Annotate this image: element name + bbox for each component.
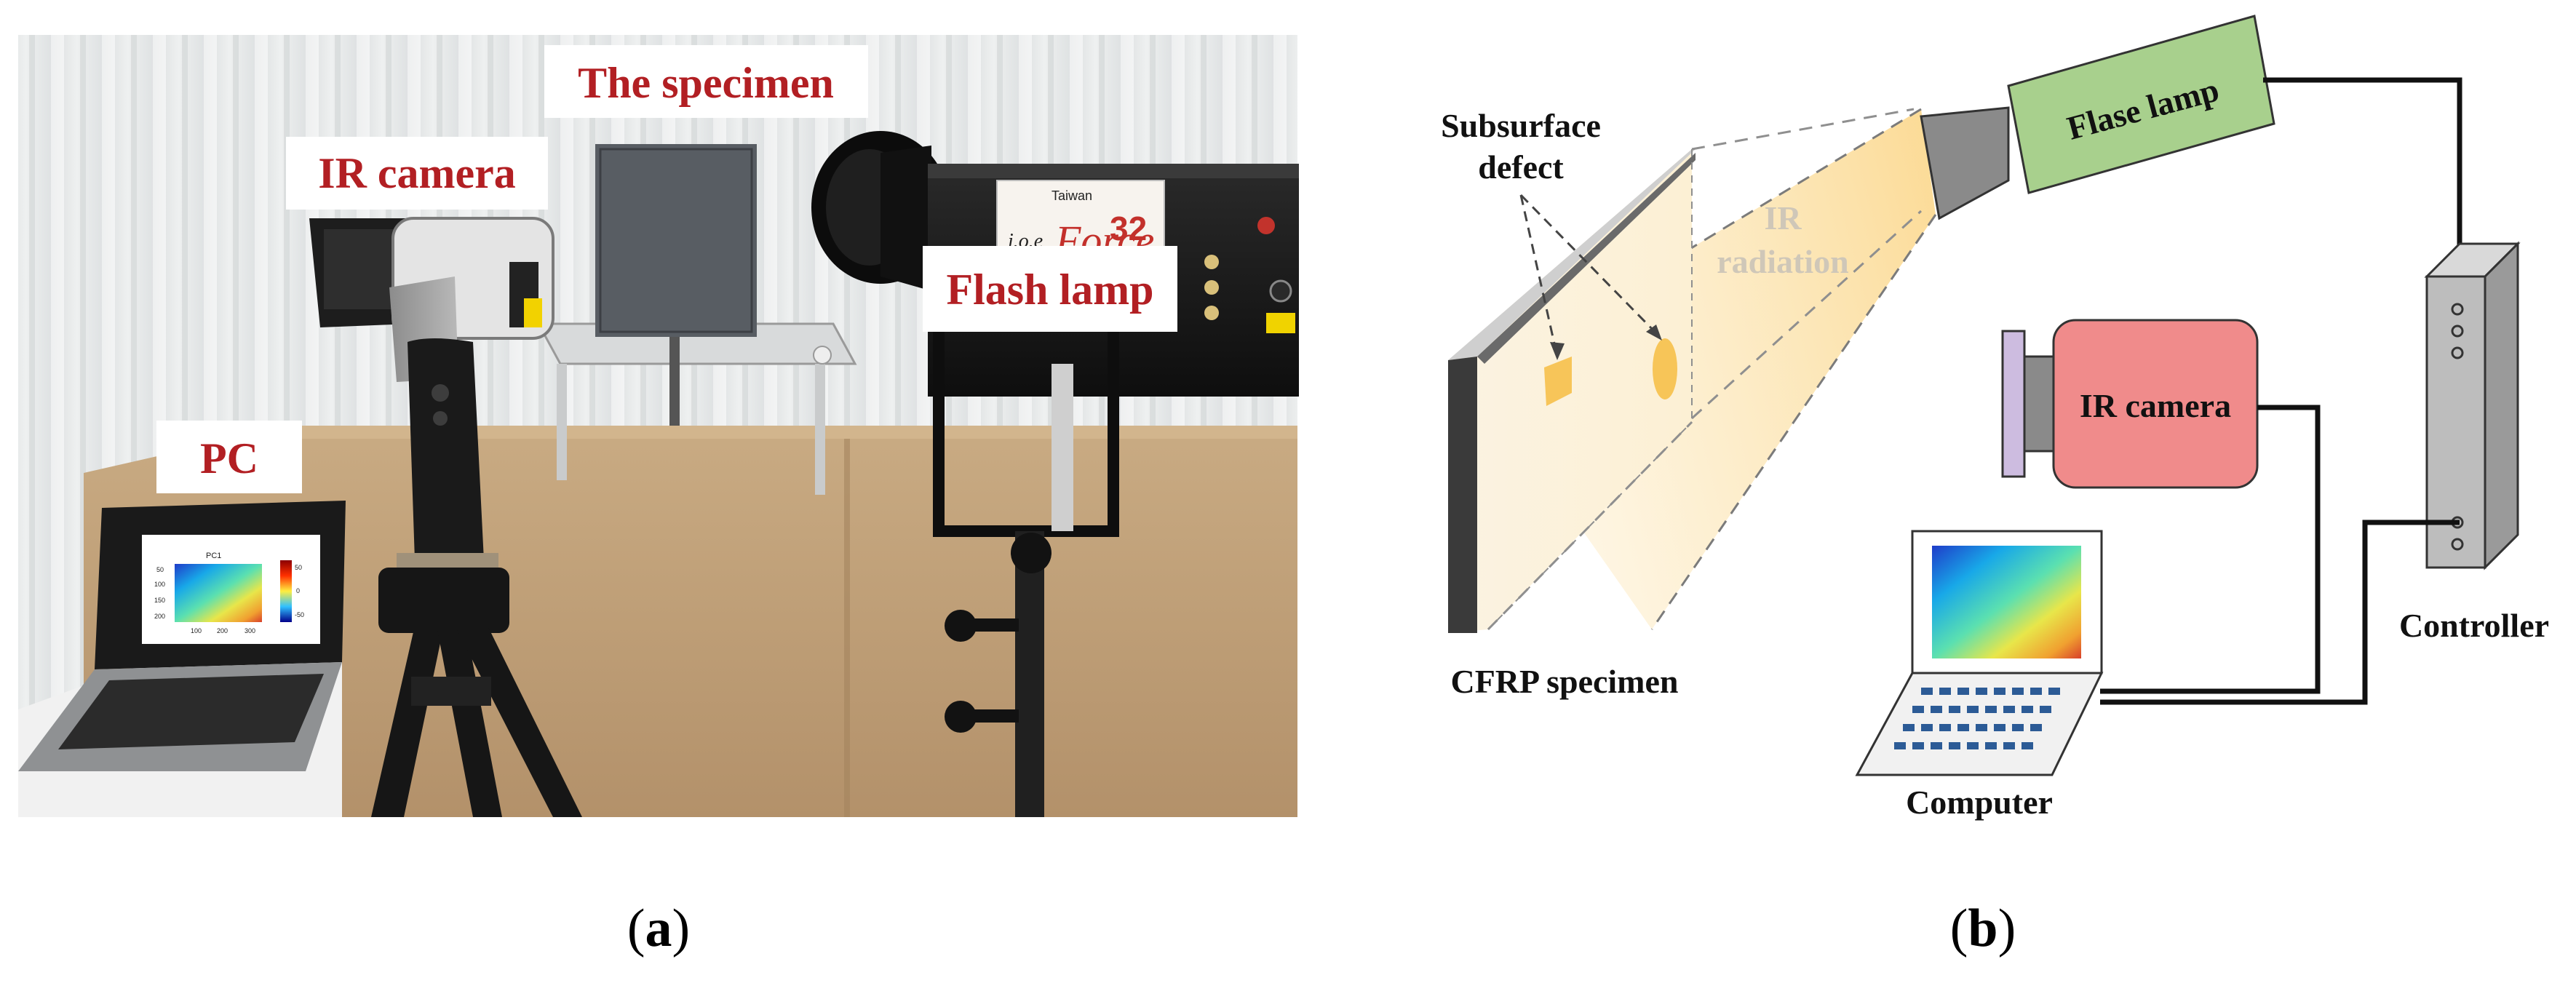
screen-ytick-2: 100 bbox=[154, 581, 165, 588]
defect-circle bbox=[1653, 338, 1677, 399]
screen-ytick-3: 150 bbox=[154, 597, 165, 604]
keyboard-keys bbox=[1894, 688, 2060, 749]
specimen-plate bbox=[595, 144, 757, 337]
panel-b-schematic: Flase lamp Controller IR camera bbox=[1441, 15, 2549, 821]
label-specimen: The specimen bbox=[544, 45, 868, 118]
label-flash-lamp-text: Flash lamp bbox=[946, 266, 1153, 314]
cfrp-specimen-label: CFRP specimen bbox=[1450, 663, 1678, 700]
lamp-brand-country: Taiwan bbox=[1052, 188, 1092, 203]
wire-computer-camera bbox=[2100, 405, 2321, 694]
label-flash-lamp: Flash lamp bbox=[923, 246, 1177, 332]
screen-xtick-3: 300 bbox=[245, 627, 255, 634]
camera-tripod bbox=[371, 568, 582, 817]
subsurface-defect-label-line1: Subsurface bbox=[1441, 107, 1601, 144]
cfrp-specimen-plate bbox=[1448, 149, 1696, 633]
caption-b: (b) bbox=[1950, 899, 2016, 958]
svg-text:(b): (b) bbox=[1950, 899, 2016, 958]
label-ir-camera: IR camera bbox=[286, 137, 548, 210]
controller-label: Controller bbox=[2399, 607, 2549, 644]
computer-schematic: Computer bbox=[1855, 530, 2104, 821]
caption-a-letter: a bbox=[645, 899, 672, 958]
wire-lamp-controller bbox=[2263, 77, 2462, 309]
laptop-pc: PC1 50 100 150 200 100 200 300 50 0 -50 bbox=[18, 501, 346, 771]
caption-b-letter: b bbox=[1968, 899, 1997, 958]
screen-ytick-4: 200 bbox=[154, 613, 165, 620]
svg-text:(a): (a) bbox=[627, 899, 690, 958]
caption-a: (a) bbox=[627, 899, 690, 958]
subsurface-defect-label-line2: defect bbox=[1478, 148, 1564, 186]
label-ir-camera-text: IR camera bbox=[318, 149, 516, 197]
panel-a-photo: i.o.e Force 32 Taiwan PC1 50 100 150 200… bbox=[18, 35, 1299, 817]
screen-cbar-tick-1: 50 bbox=[295, 564, 302, 571]
defect-square bbox=[1544, 357, 1572, 406]
computer-label: Computer bbox=[1906, 784, 2053, 821]
controller-device: Controller bbox=[2399, 241, 2549, 644]
screen-cbar-tick-3: -50 bbox=[295, 611, 304, 618]
screen-xtick-1: 100 bbox=[191, 627, 202, 634]
box-seam bbox=[844, 439, 850, 817]
label-specimen-text: The specimen bbox=[578, 59, 834, 107]
ir-radiation-label-line1: IR bbox=[1764, 199, 1802, 236]
ir-camera-schematic: IR camera bbox=[2001, 319, 2259, 489]
screen-cbar-tick-2: 0 bbox=[296, 587, 300, 594]
lamp-brand-plate: i.o.e Force 32 Taiwan bbox=[1008, 188, 1154, 264]
wire-computer-controller bbox=[2100, 520, 2460, 705]
screen-plot-title: PC1 bbox=[206, 552, 221, 560]
ir-radiation-label-line2: radiation bbox=[1717, 243, 1848, 280]
screen-ytick-1: 50 bbox=[156, 566, 164, 573]
box-top-edge bbox=[291, 426, 1297, 439]
lamp-brand-number: 32 bbox=[1110, 210, 1147, 247]
label-pc: PC bbox=[156, 421, 302, 493]
flase-lamp-device: Flase lamp bbox=[1920, 15, 2275, 220]
screen-xtick-2: 200 bbox=[217, 627, 228, 634]
label-pc-text: PC bbox=[200, 434, 258, 482]
ir-camera-label: IR camera bbox=[2080, 387, 2231, 424]
